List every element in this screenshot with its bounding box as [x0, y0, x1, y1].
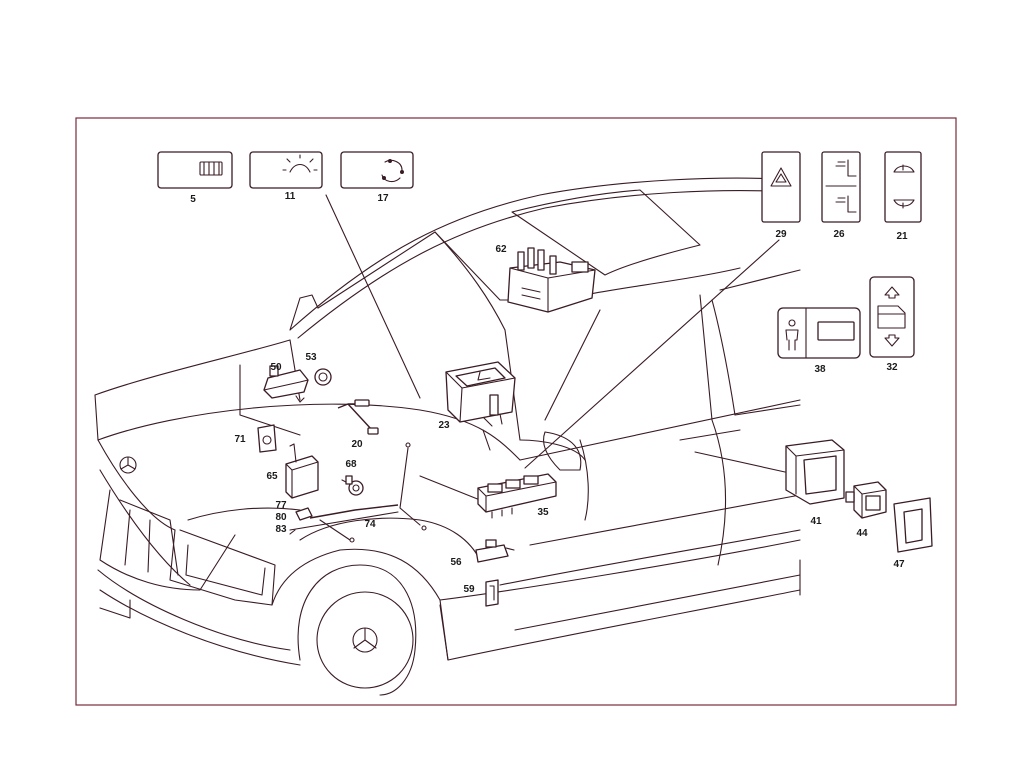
- part-label-62: 62: [495, 244, 507, 255]
- part-label-17: 17: [377, 193, 389, 204]
- part-35-switch-panel: [477, 473, 557, 519]
- part-44-switch: [845, 481, 887, 519]
- part-labels: 5 11 17 29 26 21 62 50 53 23 71 20 65 68…: [190, 191, 908, 595]
- part-label-38: 38: [814, 364, 826, 375]
- sunroof-tilt-icon: [893, 164, 915, 209]
- part-label-80: 80: [275, 512, 287, 523]
- part-label-74: 74: [364, 519, 376, 530]
- leader-lines: [289, 194, 786, 541]
- part-label-23: 23: [438, 420, 450, 431]
- part-label-20: 20: [351, 439, 363, 450]
- part-label-68: 68: [345, 459, 357, 470]
- part-label-26: 26: [833, 229, 845, 240]
- part-label-41: 41: [810, 516, 822, 527]
- interior-light-icon: [282, 154, 318, 173]
- car-outline: [94, 177, 801, 696]
- part-label-47: 47: [893, 559, 905, 570]
- rear-defrost-icon: [199, 161, 223, 176]
- switch-26: [821, 151, 861, 223]
- part-label-65: 65: [266, 471, 278, 482]
- switch-21: [884, 151, 922, 223]
- switch-5: [157, 151, 233, 189]
- part-label-83: 83: [275, 524, 287, 535]
- part-62-switch-block: [507, 247, 596, 313]
- recirculation-icon: [381, 159, 404, 183]
- part-47-bezel: [893, 497, 933, 553]
- part-50-sensor: [263, 365, 309, 403]
- part-label-53: 53: [305, 352, 317, 363]
- switch-17: [340, 151, 414, 189]
- part-77-connector: [289, 507, 313, 535]
- hazard-triangle-icon: [770, 167, 792, 187]
- part-label-77: 77: [275, 500, 287, 511]
- part-label-32: 32: [886, 362, 898, 373]
- part-label-5: 5: [190, 194, 196, 205]
- diagram-frame: [75, 117, 957, 706]
- part-label-11: 11: [285, 191, 296, 202]
- part-label-50: 50: [270, 362, 282, 373]
- switch-11: [249, 151, 323, 189]
- part-68-nut: [341, 475, 364, 496]
- part-label-21: 21: [896, 231, 908, 242]
- window-up-down-icon: [877, 286, 906, 347]
- part-56-switch: [475, 539, 515, 563]
- part-label-59: 59: [463, 584, 475, 595]
- part-53-ring: [314, 368, 332, 386]
- part-label-29: 29: [775, 229, 787, 240]
- switch-32: [869, 276, 915, 358]
- part-71-bracket: [257, 424, 277, 453]
- switch-38: [777, 307, 861, 359]
- part-label-56: 56: [450, 557, 462, 568]
- switch-29: [761, 151, 801, 223]
- part-label-71: 71: [234, 434, 246, 445]
- child-lock-icon: [785, 319, 799, 351]
- part-label-35: 35: [537, 507, 549, 518]
- seat-heater-icon: [825, 159, 857, 213]
- part-59-clip: [485, 579, 499, 607]
- part-20-cable: [337, 399, 379, 435]
- part-label-44: 44: [856, 528, 868, 539]
- part-41-frame: [785, 439, 845, 505]
- part-74-harness: [309, 442, 427, 543]
- part-23-switch-housing: [445, 361, 516, 427]
- part-65-relay: [285, 443, 319, 499]
